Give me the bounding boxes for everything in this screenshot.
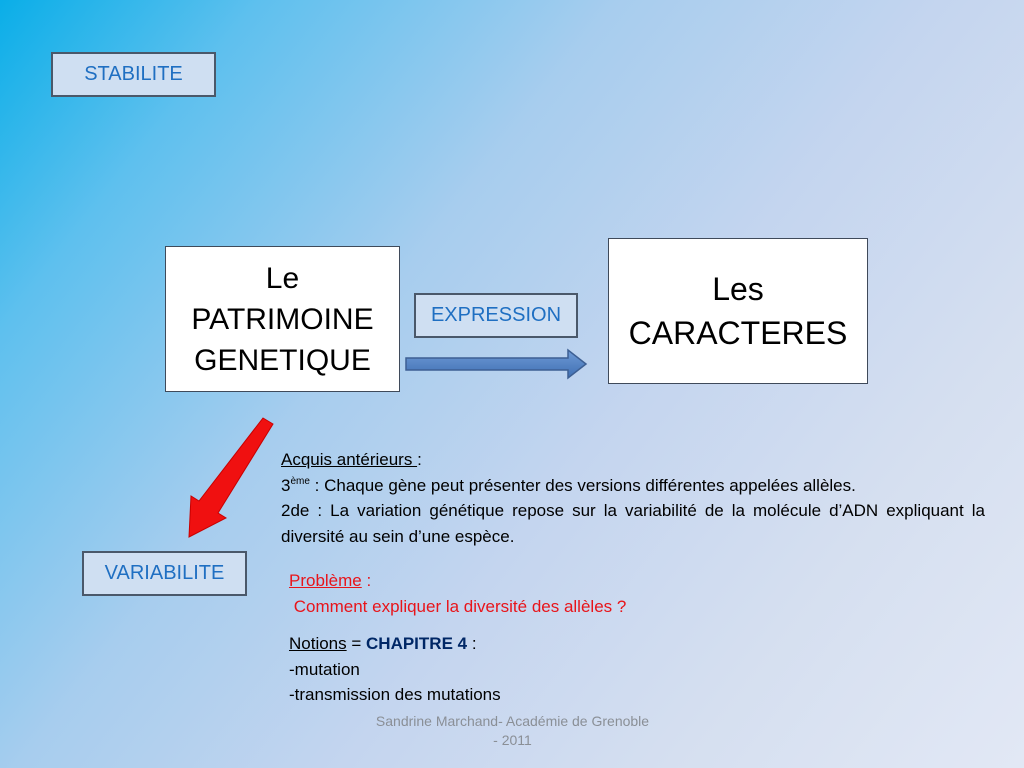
acquis-line1-sup: ème	[290, 475, 310, 487]
footer: Sandrine Marchand- Académie de Grenoble …	[340, 712, 685, 750]
acquis-line1-num: 3	[281, 475, 291, 495]
notions-chapitre: CHAPITRE 4	[366, 634, 468, 653]
variabilite-arrow-icon	[188, 417, 274, 538]
acquis-block: Acquis antérieurs : 3ème : Chaque gène p…	[281, 447, 985, 549]
probleme-title: Problème	[289, 571, 362, 590]
notions-colon: :	[467, 634, 477, 653]
notions-item: -mutation	[289, 659, 360, 679]
expression-arrow-icon	[405, 348, 588, 380]
notions-block: Notions = CHAPITRE 4 : -mutation -transm…	[289, 631, 789, 708]
patrimoine-line1: Le	[265, 261, 300, 295]
probleme-block: Problème : Comment expliquer la diversit…	[289, 568, 789, 619]
footer-line1: Sandrine Marchand- Académie de Grenoble	[375, 713, 650, 729]
acquis-colon: :	[417, 450, 422, 469]
variabilite-box: VARIABILITE	[82, 551, 247, 596]
stabilite-label: STABILITE	[84, 63, 183, 85]
footer-line2: - 2011	[493, 732, 532, 748]
patrimoine-line2: PATRIMOINE	[191, 302, 374, 336]
caracteres-box: Les CARACTERES	[608, 238, 868, 384]
patrimoine-line3: GENETIQUE	[194, 343, 371, 377]
acquis-title: Acquis antérieurs	[281, 450, 418, 469]
caracteres-line1: Les	[712, 271, 764, 307]
acquis-line-3eme: 3ème : Chaque gène peut présenter des ve…	[281, 473, 985, 499]
acquis-line-2de: 2de : La variation génétique repose sur …	[281, 501, 985, 546]
stabilite-box: STABILITE	[51, 52, 216, 97]
expression-box: EXPRESSION	[414, 293, 578, 338]
acquis-line1-text: : Chaque gène peut présenter des version…	[309, 475, 856, 495]
notions-title: Notions	[289, 634, 347, 653]
variabilite-label: VARIABILITE	[104, 562, 225, 584]
expression-label: EXPRESSION	[430, 304, 562, 326]
probleme-colon: :	[361, 571, 372, 590]
notions-equals: =	[346, 634, 367, 653]
probleme-question: Comment expliquer la diversité des allèl…	[289, 596, 627, 616]
caracteres-line2: CARACTERES	[628, 315, 848, 351]
notions-item: -transmission des mutations	[289, 685, 501, 704]
patrimoine-box: Le PATRIMOINE GENETIQUE	[165, 246, 400, 392]
